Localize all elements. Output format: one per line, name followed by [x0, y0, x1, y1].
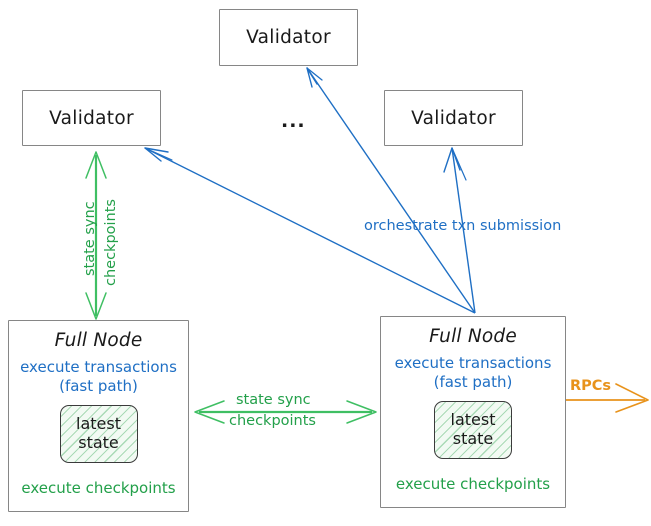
- fullnode-right-blue-line1: execute transactions: [394, 354, 552, 372]
- fullnode-right-blue-text: execute transactions (fast path): [395, 354, 552, 392]
- edge-label-state-sync-vertical-line1: state sync: [82, 201, 98, 276]
- fullnode-left-green-text: execute checkpoints: [21, 478, 176, 497]
- fullnode-right-green-text: execute checkpoints: [395, 474, 551, 493]
- fullnode-left-blue-line2: (fast path): [59, 376, 138, 395]
- fullnode-right-state-line2: state: [452, 428, 494, 448]
- fullnode-left-state-line1: latest: [76, 413, 121, 433]
- fullnode-left-latest-state-box[interactable]: latest state: [59, 404, 138, 463]
- validator-left-box[interactable]: Validator: [22, 90, 161, 146]
- validator-top-label: Validator: [246, 27, 331, 48]
- fullnode-left-state-line2: state: [78, 432, 119, 452]
- fullnode-right-latest-state-box[interactable]: latest state: [434, 400, 512, 459]
- fullnode-right-blue-line2: (fast path): [433, 372, 513, 391]
- edge-label-state-sync-horizontal-line2: checkpoints: [229, 413, 316, 429]
- fullnode-left-box[interactable]: Full Node execute transactions (fast pat…: [8, 320, 189, 512]
- edge-label-state-sync-horizontal-line1: state sync: [236, 392, 311, 408]
- validator-top-box[interactable]: Validator: [219, 9, 358, 66]
- edge-label-state-sync-vertical-line2: checkpoints: [103, 199, 119, 286]
- validator-left-label: Validator: [49, 107, 134, 129]
- edge-label-orchestrate: orchestrate txn submission: [364, 218, 562, 234]
- fullnode-right-title: Full Node: [429, 326, 517, 347]
- edge-label-rpcs: RPCs: [570, 378, 612, 394]
- validators-ellipsis: ...: [281, 110, 306, 132]
- validator-right-label: Validator: [411, 107, 496, 129]
- fullnode-left-blue-text: execute transactions (fast path): [20, 358, 177, 396]
- fullnode-right-box[interactable]: Full Node execute transactions (fast pat…: [380, 316, 566, 508]
- fullnode-left-blue-line1: execute transactions: [20, 358, 177, 376]
- fullnode-right-state-line1: latest: [450, 409, 496, 429]
- fullnode-left-title: Full Node: [54, 330, 143, 351]
- validator-right-box[interactable]: Validator: [384, 90, 523, 146]
